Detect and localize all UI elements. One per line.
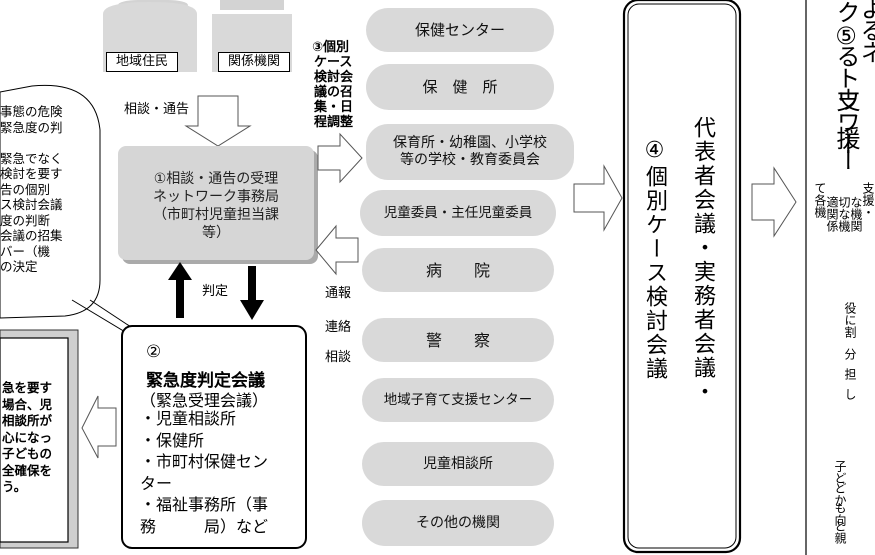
agency-pill-shapes xyxy=(360,8,574,546)
right-body-col: 担 xyxy=(843,368,857,380)
agency-item: その他の機関 xyxy=(416,514,500,531)
left-bubble-text: 事態の危険 緊急度の判 緊急でなく 検討を要す 告の個別 ス検討会議 度の判断 … xyxy=(0,104,63,274)
right-heading-col: るトワ xyxy=(832,44,860,110)
case-meeting-title: ④個別ケース検討会議 xyxy=(642,138,667,381)
right-body-col: し xyxy=(843,388,857,400)
right-heading-col: 援ー xyxy=(832,126,860,170)
right-body-col: て各機 xyxy=(814,182,827,218)
agency-item: 児童委員・主任児童委員 xyxy=(383,204,533,221)
coordinating-number: ③個別 xyxy=(312,40,350,55)
judgment-arrows xyxy=(168,262,264,320)
arrow-left-outline xyxy=(81,395,117,459)
right-body-col: 支援・ xyxy=(861,182,874,218)
agency-item: 病 院 xyxy=(425,260,490,280)
side-label-contact: 連絡 xyxy=(325,320,352,335)
residents-label: 地域住民 xyxy=(106,52,178,72)
side-label-consult: 相談 xyxy=(325,350,352,365)
urgency-meeting-members: ・児童相談所 ・保健所 ・市町村保健セン ター ・福祉事務所（事 務 局）など xyxy=(140,409,269,536)
agency-item: 保健センター xyxy=(414,20,505,39)
consult-report-label: 相談・通告 xyxy=(124,102,190,117)
network-office-text: ①相談・通告の受理 ネットワーク事務局 （市町村児童担当課 等） xyxy=(153,171,279,241)
arrow-right-outline-4 xyxy=(751,166,797,238)
right-body: て各機 適関係 切な機 な機関 支援・ 役に 割 分 担 し 子ど どか も向 … xyxy=(814,182,874,554)
right-body-col: どか xyxy=(833,482,847,506)
arrow-right-outline-3 xyxy=(573,164,623,232)
right-heading-col: によるネ xyxy=(856,0,875,62)
urgency-meeting-subtitle: （緊急受理会議） xyxy=(140,391,269,410)
left-lower-text: 急を要す 場合、児 相談所が 心になっ 子どもの 全確保を う。 xyxy=(2,380,53,494)
left-lower-box xyxy=(0,329,79,549)
urgency-meeting-number: ② xyxy=(146,342,162,362)
right-heading-col: ク⑤ xyxy=(832,0,860,48)
agency-item: 保 健 所 xyxy=(422,77,498,96)
agency-item: 警 察 xyxy=(425,330,490,350)
judgment-label: 判定 xyxy=(202,284,229,299)
agency-item: 地域子育て支援センター xyxy=(383,391,533,408)
agency-item: 保育所・幼稚園、小学校 等の学校・教育委員会 xyxy=(393,135,547,168)
urgency-meeting-box xyxy=(121,325,307,549)
coordinating-text: ケース 検討会 議の召 集・日 程調整 xyxy=(314,55,354,130)
right-heading-col: 支ワー xyxy=(832,88,860,154)
arrow-right-outline-1 xyxy=(317,132,363,184)
arrow-down-outline xyxy=(184,95,252,147)
right-body-col: 適関係 xyxy=(825,196,839,232)
right-body-col: 切な機 xyxy=(837,196,851,232)
right-body-col: 親 xyxy=(833,532,847,544)
right-body-col: な機関 xyxy=(849,196,863,232)
related-agencies-label: 関係機関 xyxy=(218,52,290,72)
right-body-col: 分 xyxy=(843,348,857,360)
network-office-box-bg xyxy=(118,146,314,260)
agency-item: 児童相談所 xyxy=(423,455,493,472)
urgency-meeting-title: 緊急度判定会議 xyxy=(146,371,265,391)
representatives-text: 代表者会議・実務者会議・ xyxy=(690,116,715,404)
right-body-col: 割 xyxy=(843,326,857,338)
right-body-col: も向 xyxy=(833,502,847,526)
arrow-left-outline-2 xyxy=(315,224,359,276)
case-meeting-box xyxy=(622,0,742,554)
right-body-col: と xyxy=(833,520,847,532)
side-label-report: 通報 xyxy=(325,286,352,301)
right-body-col: 役に xyxy=(843,302,857,326)
right-body-col: 子ど xyxy=(833,460,847,484)
